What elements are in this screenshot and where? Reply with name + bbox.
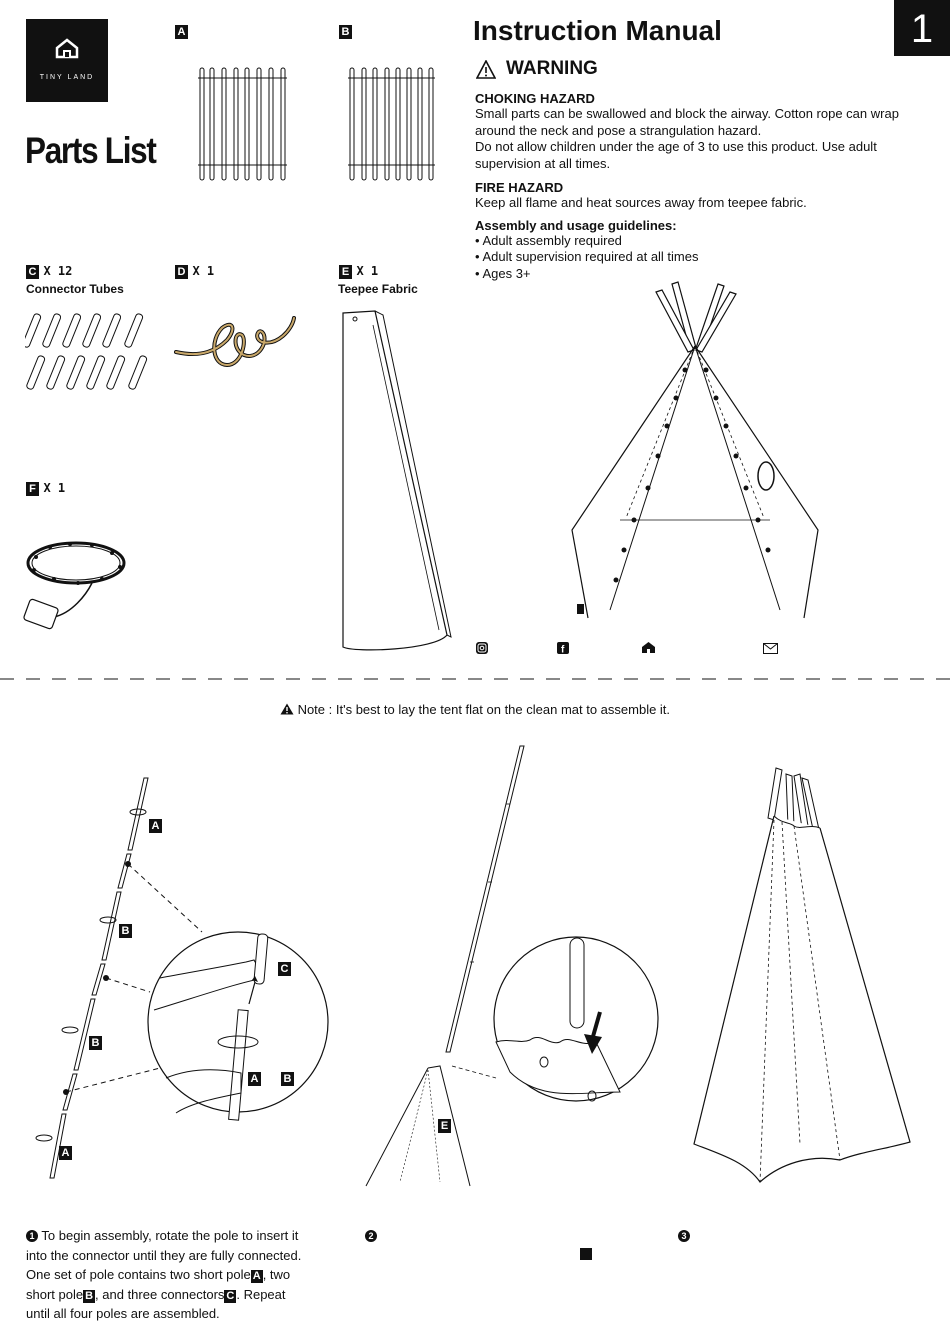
- step1-line2: into the connector until they are fully …: [26, 1247, 302, 1263]
- brand-name: TINY LAND: [39, 74, 95, 81]
- zoom1-label-a: A: [248, 1072, 261, 1086]
- home-icon[interactable]: [641, 641, 656, 654]
- step1-label-b-lower: B: [89, 1036, 102, 1050]
- part-e-name: Teepee Fabric: [338, 282, 418, 296]
- parts-list-title: Parts List: [25, 130, 157, 171]
- step1-line3a: One set of pole contains two short pole: [26, 1267, 251, 1282]
- string-lights-image: [23, 541, 126, 630]
- redacted-block: [580, 1248, 592, 1260]
- warning-heading: WARNING: [476, 58, 598, 80]
- part-c-badge: C: [26, 265, 39, 279]
- warning-title: WARNING: [506, 58, 598, 79]
- choking-hazard-line-4: supervision at all times.: [475, 155, 611, 171]
- svg-text:f: f: [561, 645, 565, 655]
- part-f-quantity: X 1: [43, 481, 66, 495]
- part-e-header: E X 1: [339, 262, 378, 280]
- assembled-teepee-image: [571, 281, 819, 619]
- step1-line5: until all four poles are assembled.: [26, 1306, 220, 1321]
- page-number: 1: [894, 0, 950, 56]
- guideline-item: • Adult supervision required at all time…: [475, 249, 699, 264]
- step1-zoom-detail: [147, 931, 329, 1121]
- step1-pole-diagram: [35, 777, 203, 1179]
- step1-line4c: . Repeat: [236, 1286, 286, 1302]
- step1-line3b: , two: [262, 1267, 291, 1282]
- step2-number: 2: [365, 1230, 377, 1242]
- warning-text: CHOKING HAZARD Small parts can be swallo…: [475, 91, 925, 282]
- choking-hazard-title: CHOKING HAZARD: [475, 91, 595, 106]
- zoom1-label-b: B: [281, 1072, 294, 1086]
- step1-number: 1: [26, 1230, 38, 1242]
- cotton-rope-image: [174, 316, 296, 368]
- assembly-note: Note : It's best to lay the tent flat on…: [0, 702, 950, 717]
- step1-badge-a: A: [250, 1270, 263, 1283]
- part-e-badge: E: [339, 265, 352, 279]
- step2-marker: 2: [365, 1227, 377, 1245]
- manual-title: Instruction Manual: [473, 15, 722, 46]
- step1-badge-b: B: [83, 1289, 96, 1303]
- part-d-header: D X 1: [175, 262, 214, 280]
- facebook-icon[interactable]: f: [557, 642, 569, 654]
- step1-label-a-top: A: [149, 819, 162, 833]
- part-e-quantity: X 1: [356, 264, 379, 278]
- part-c-header: C X 12: [26, 262, 72, 280]
- part-f-header: F X 1: [26, 479, 65, 497]
- part-a-badge: A: [175, 25, 188, 39]
- note-label: Note :: [297, 702, 333, 717]
- guideline-item: • Ages 3+: [475, 265, 531, 281]
- step1-line4b: , and three connectors: [95, 1286, 225, 1302]
- guideline-item: • Adult assembly required: [475, 232, 622, 248]
- mail-icon[interactable]: [763, 643, 778, 654]
- warning-icon: [280, 703, 294, 715]
- step1-line4a: short pole: [26, 1286, 84, 1302]
- step1-line1: To begin assembly, rotate the pole to in…: [41, 1228, 299, 1243]
- fire-hazard-text: Keep all flame and heat sources away fro…: [475, 195, 807, 210]
- choking-hazard-line-3: Do not allow children under the age of 3…: [475, 139, 877, 154]
- part-b-poles-image: [348, 67, 435, 181]
- step3-number: 3: [678, 1230, 690, 1242]
- part-c-name: Connector Tubes: [26, 282, 124, 296]
- section-divider: [0, 678, 950, 680]
- warning-icon: [476, 59, 496, 79]
- part-c-quantity: X 12: [43, 264, 73, 278]
- step1-label-b-upper: B: [119, 924, 132, 938]
- choking-hazard-line-1: Small parts can be swallowed and block t…: [475, 106, 899, 121]
- step2-label-e: E: [438, 1119, 451, 1133]
- step3-teepee-diagram: [693, 767, 911, 1183]
- zoom1-label-c: C: [278, 962, 291, 976]
- fire-hazard-title: FIRE HAZARD: [475, 180, 564, 195]
- tent-logo-icon: [55, 38, 79, 59]
- part-b-badge: B: [339, 25, 352, 39]
- part-d-badge: D: [175, 265, 188, 279]
- part-f-badge: F: [26, 482, 39, 496]
- step2-fabric-diagram: [365, 745, 659, 1187]
- step1-instructions: 1 To begin assembly, rotate the pole to …: [26, 1226, 336, 1324]
- teepee-fabric-image: [342, 310, 452, 651]
- connector-tubes-image: [25, 313, 148, 390]
- step1-badge-c: C: [224, 1289, 237, 1303]
- guidelines-title: Assembly and usage guidelines:: [475, 217, 677, 233]
- step1-label-a-bottom: A: [59, 1146, 72, 1160]
- part-a-poles-image: [198, 67, 287, 181]
- part-d-quantity: X 1: [192, 264, 215, 278]
- instagram-icon[interactable]: [476, 642, 488, 654]
- choking-hazard-line-2: around the neck and pose a strangulation…: [475, 122, 762, 138]
- step3-marker: 3: [678, 1227, 690, 1245]
- brand-logo: TINY LAND: [26, 19, 108, 102]
- note-text: It's best to lay the tent flat on the cl…: [335, 702, 671, 717]
